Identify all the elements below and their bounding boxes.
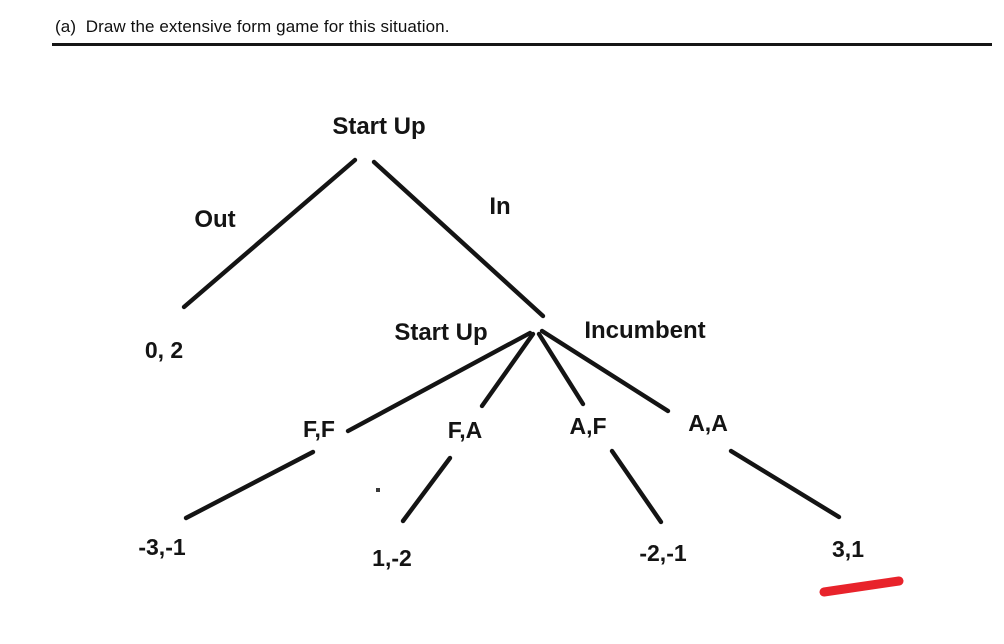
payoff-af: -2,-1: [639, 540, 687, 566]
node2-player-left-label: Start Up: [394, 319, 488, 346]
red-underline-annotation: [819, 576, 904, 597]
edge-aa-upper-line: [539, 328, 671, 414]
edge-ff-upper-line: [345, 330, 533, 434]
edge-label-af: A,F: [569, 413, 607, 439]
edge-af-lower-line: [609, 448, 664, 525]
stray-dot: [376, 488, 380, 492]
edge-label-ff: F,F: [303, 416, 335, 442]
payoff-ff: -3,-1: [138, 534, 186, 560]
payoff-aa: 3,1: [832, 536, 864, 562]
payoff-out: 0, 2: [144, 337, 184, 363]
edge-fa-lower-line: [400, 455, 453, 524]
edge-aa-lower-line: [728, 448, 842, 520]
edge-label-out: Out: [194, 206, 236, 233]
root-player-label: Start Up: [332, 113, 426, 140]
edge-label-in: In: [489, 193, 511, 220]
edge-fa-upper-line: [479, 331, 536, 409]
node2-player-right-label: Incumbent: [584, 317, 706, 344]
edge-ff-lower-line: [183, 449, 316, 521]
edge-out-line: [181, 157, 358, 310]
edge-label-fa: F,A: [447, 417, 483, 443]
question-prompt: (a) Draw the extensive form game for thi…: [55, 17, 450, 36]
payoff-fa: 1,-2: [372, 545, 412, 571]
edge-label-aa: A,A: [688, 410, 728, 436]
header-underline: [52, 43, 992, 46]
edge-in-line: [371, 159, 546, 319]
edge-af-upper-line: [536, 331, 586, 407]
